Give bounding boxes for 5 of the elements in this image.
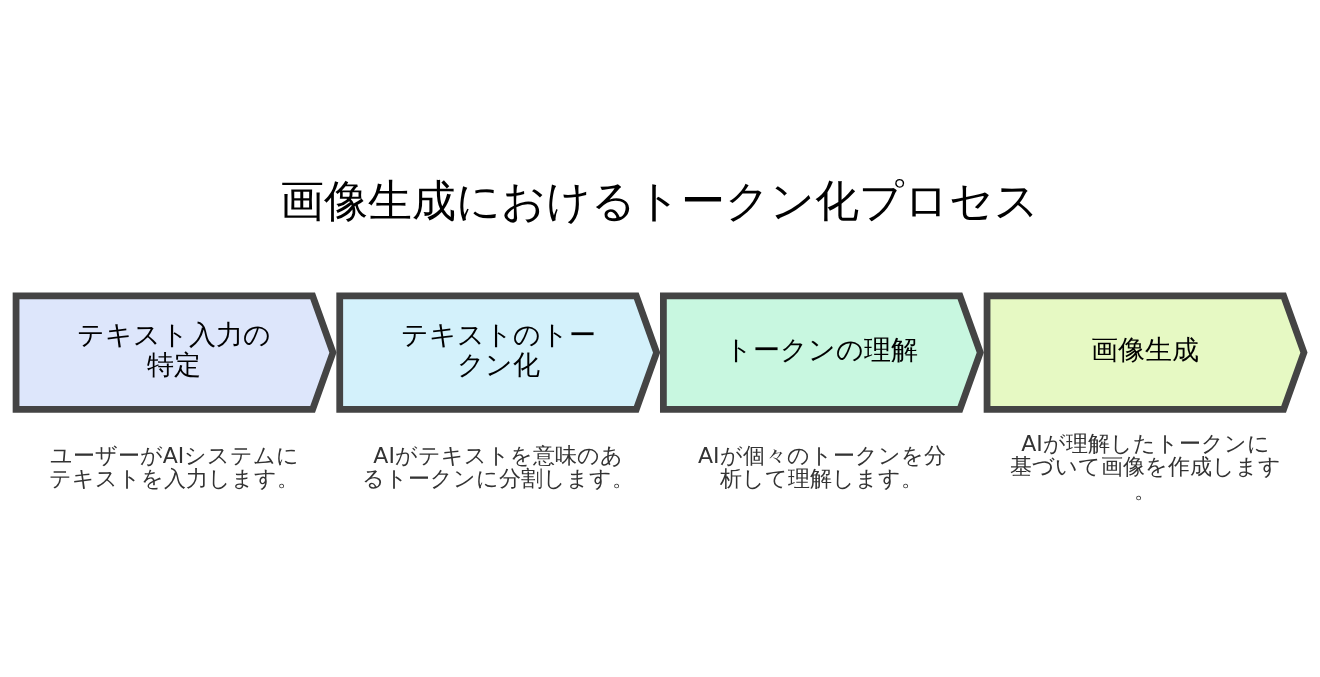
diagram-title: 画像生成におけるトークン化プロセス	[280, 174, 1040, 226]
node-label: AIが個々のトークンを分析して理解します。	[698, 442, 946, 491]
node-label: AIが理解したトークンに基づいて画像を作成します。	[1010, 430, 1281, 503]
node-label: ユーザーがAIシステムにテキストを入力します。	[49, 442, 300, 491]
node-label: AIがテキストを意味のあるトークンに分割します。	[362, 442, 635, 491]
